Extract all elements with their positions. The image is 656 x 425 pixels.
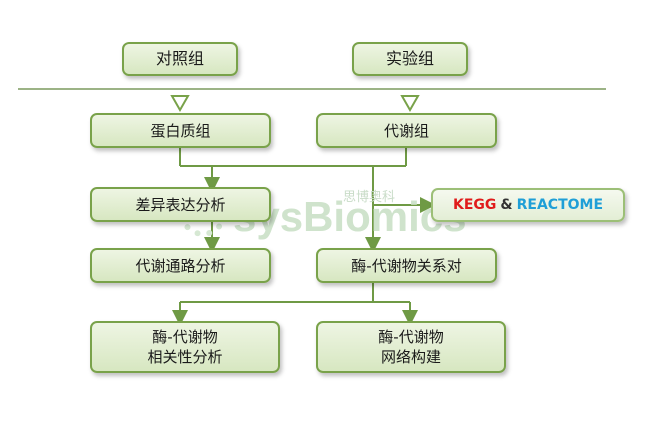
node-label-line2: 网络构建 [380, 348, 441, 366]
node-differential-expression: 差异表达分析 [90, 187, 271, 222]
node-pathway-analysis: 代谢通路分析 [90, 248, 271, 283]
node-label: 差异表达分析 [135, 195, 226, 214]
triangle-control-icon [170, 95, 190, 113]
node-database-kegg-reactome: KEGG & REACTOME [431, 188, 625, 222]
node-label-line1: 酶-代谢物 [152, 328, 218, 346]
node-control-group: 对照组 [122, 42, 238, 76]
node-label-line1: 酶-代谢物 [378, 328, 444, 346]
node-experiment-group: 实验组 [352, 42, 468, 76]
node-label: 代谢通路分析 [135, 256, 226, 275]
node-proteome: 蛋白质组 [90, 113, 271, 148]
triangle-experiment-icon [400, 95, 420, 113]
node-label: 对照组 [155, 49, 204, 68]
node-correlation-analysis: 酶-代谢物 相关性分析 [90, 321, 280, 373]
node-network-construction: 酶-代谢物 网络构建 [316, 321, 506, 373]
reactome-label: REACTOME [516, 197, 604, 213]
node-label-line2: 相关性分析 [147, 348, 223, 366]
node-label: 实验组 [385, 49, 434, 68]
node-metabolome: 代谢组 [316, 113, 497, 148]
node-label: 酶-代谢物关系对 [351, 256, 462, 275]
node-label: 代谢组 [383, 121, 429, 140]
node-label: 蛋白质组 [150, 121, 211, 140]
node-enzyme-metabolite-pairs: 酶-代谢物关系对 [316, 248, 497, 283]
ampersand-label: & [500, 197, 513, 213]
kegg-label: KEGG [452, 197, 497, 213]
